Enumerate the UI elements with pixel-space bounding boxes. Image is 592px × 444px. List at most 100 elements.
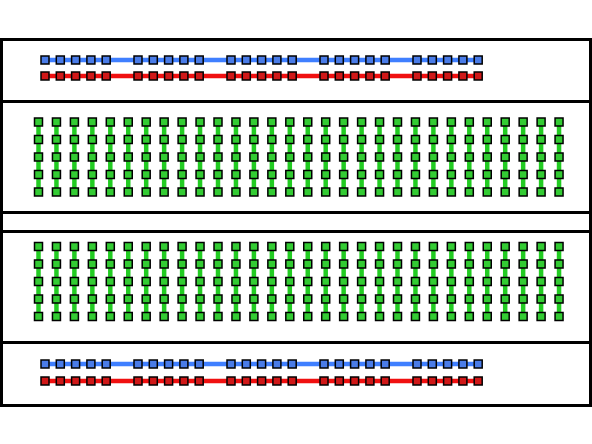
terminal-hole: [356, 169, 367, 180]
terminal-hole: [410, 276, 421, 287]
blue-rail-hole: [365, 55, 375, 65]
terminal-hole: [428, 134, 439, 145]
terminal-hole: [482, 169, 492, 180]
terminal-hole: [446, 169, 457, 180]
terminal-strip: [177, 117, 187, 197]
terminal-strip: [428, 117, 439, 197]
terminal-hole: [123, 187, 133, 197]
terminal-strip: [303, 117, 313, 197]
terminal-hole: [87, 276, 98, 287]
terminal-hole: [374, 134, 385, 145]
terminal-hole: [392, 259, 403, 269]
terminal-hole: [554, 117, 564, 127]
terminal-strip: [141, 117, 151, 197]
terminal-hole: [303, 187, 313, 197]
terminal-hole: [356, 311, 367, 322]
terminal-hole: [554, 241, 564, 252]
terminal-hole: [87, 311, 98, 322]
red-rail-hole: [226, 376, 236, 386]
terminal-strip: [500, 241, 510, 322]
red-rail-hole: [473, 71, 483, 81]
terminal-strip: [141, 241, 151, 322]
terminal-hole: [177, 187, 187, 197]
terminal-strip: [464, 241, 475, 322]
terminal-hole: [482, 187, 492, 197]
terminal-hole: [267, 152, 277, 162]
terminal-hole: [446, 259, 457, 269]
terminal-hole: [500, 276, 510, 287]
terminal-hole: [356, 259, 367, 269]
red-rail-hole: [334, 376, 345, 386]
terminal-hole: [374, 187, 385, 197]
terminal-hole: [69, 259, 80, 269]
terminal-hole: [267, 276, 277, 287]
red-rail-hole: [148, 71, 159, 81]
terminal-hole: [87, 259, 98, 269]
terminal-hole: [105, 187, 116, 197]
terminal-hole: [231, 294, 241, 304]
blue-rail-hole: [163, 359, 174, 369]
terminal-hole: [410, 134, 421, 145]
terminal-strip: [428, 241, 439, 322]
red-rail-hole: [442, 71, 453, 81]
terminal-strip: [320, 117, 331, 197]
terminal-strip: [338, 241, 349, 322]
terminal-strip: [285, 241, 295, 322]
terminal-strip: [69, 117, 80, 197]
terminal-strip: [392, 117, 403, 197]
terminal-hole: [177, 311, 187, 322]
red-rail-hole: [287, 71, 297, 81]
terminal-hole: [51, 294, 62, 304]
terminal-hole: [554, 134, 564, 145]
terminal-hole: [464, 259, 475, 269]
terminal-strip: [213, 241, 223, 322]
blue-power-rail: [40, 55, 483, 65]
terminal-strip: [554, 117, 564, 197]
terminal-hole: [374, 169, 385, 180]
terminal-hole: [482, 259, 492, 269]
red-rail-hole: [365, 376, 375, 386]
terminal-hole: [392, 187, 403, 197]
red-rail-hole: [458, 71, 468, 81]
terminal-hole: [446, 187, 457, 197]
terminal-strip: [285, 117, 295, 197]
terminal-hole: [428, 294, 439, 304]
red-rail-hole: [86, 71, 96, 81]
terminal-hole: [51, 276, 62, 287]
terminal-hole: [249, 152, 259, 162]
red-rail-hole: [349, 376, 360, 386]
terminal-hole: [303, 294, 313, 304]
terminal-hole: [500, 259, 510, 269]
blue-rail-hole: [226, 359, 236, 369]
terminal-hole: [213, 294, 223, 304]
terminal-area: [33, 117, 564, 197]
terminal-strip: [410, 241, 421, 322]
terminal-hole: [123, 117, 133, 127]
terminal-hole: [213, 134, 223, 145]
terminal-hole: [33, 311, 44, 322]
terminal-hole: [267, 241, 277, 252]
terminal-hole: [338, 169, 349, 180]
terminal-hole: [105, 152, 116, 162]
terminal-hole: [303, 276, 313, 287]
terminal-hole: [518, 187, 528, 197]
red-rail-hole: [412, 71, 422, 81]
blue-rail-hole: [70, 55, 81, 65]
terminal-hole: [410, 241, 421, 252]
terminal-hole: [320, 187, 331, 197]
terminal-hole: [410, 169, 421, 180]
red-rail-hole: [163, 376, 174, 386]
terminal-hole: [51, 259, 62, 269]
red-rail-hole: [148, 376, 159, 386]
terminal-strip: [231, 241, 241, 322]
terminal-hole: [518, 134, 528, 145]
terminal-hole: [536, 152, 546, 162]
terminal-hole: [536, 117, 546, 127]
terminal-hole: [410, 152, 421, 162]
terminal-hole: [464, 294, 475, 304]
terminal-hole: [464, 187, 475, 197]
terminal-hole: [213, 276, 223, 287]
terminal-hole: [518, 169, 528, 180]
red-rail-hole: [412, 376, 422, 386]
terminal-hole: [410, 117, 421, 127]
